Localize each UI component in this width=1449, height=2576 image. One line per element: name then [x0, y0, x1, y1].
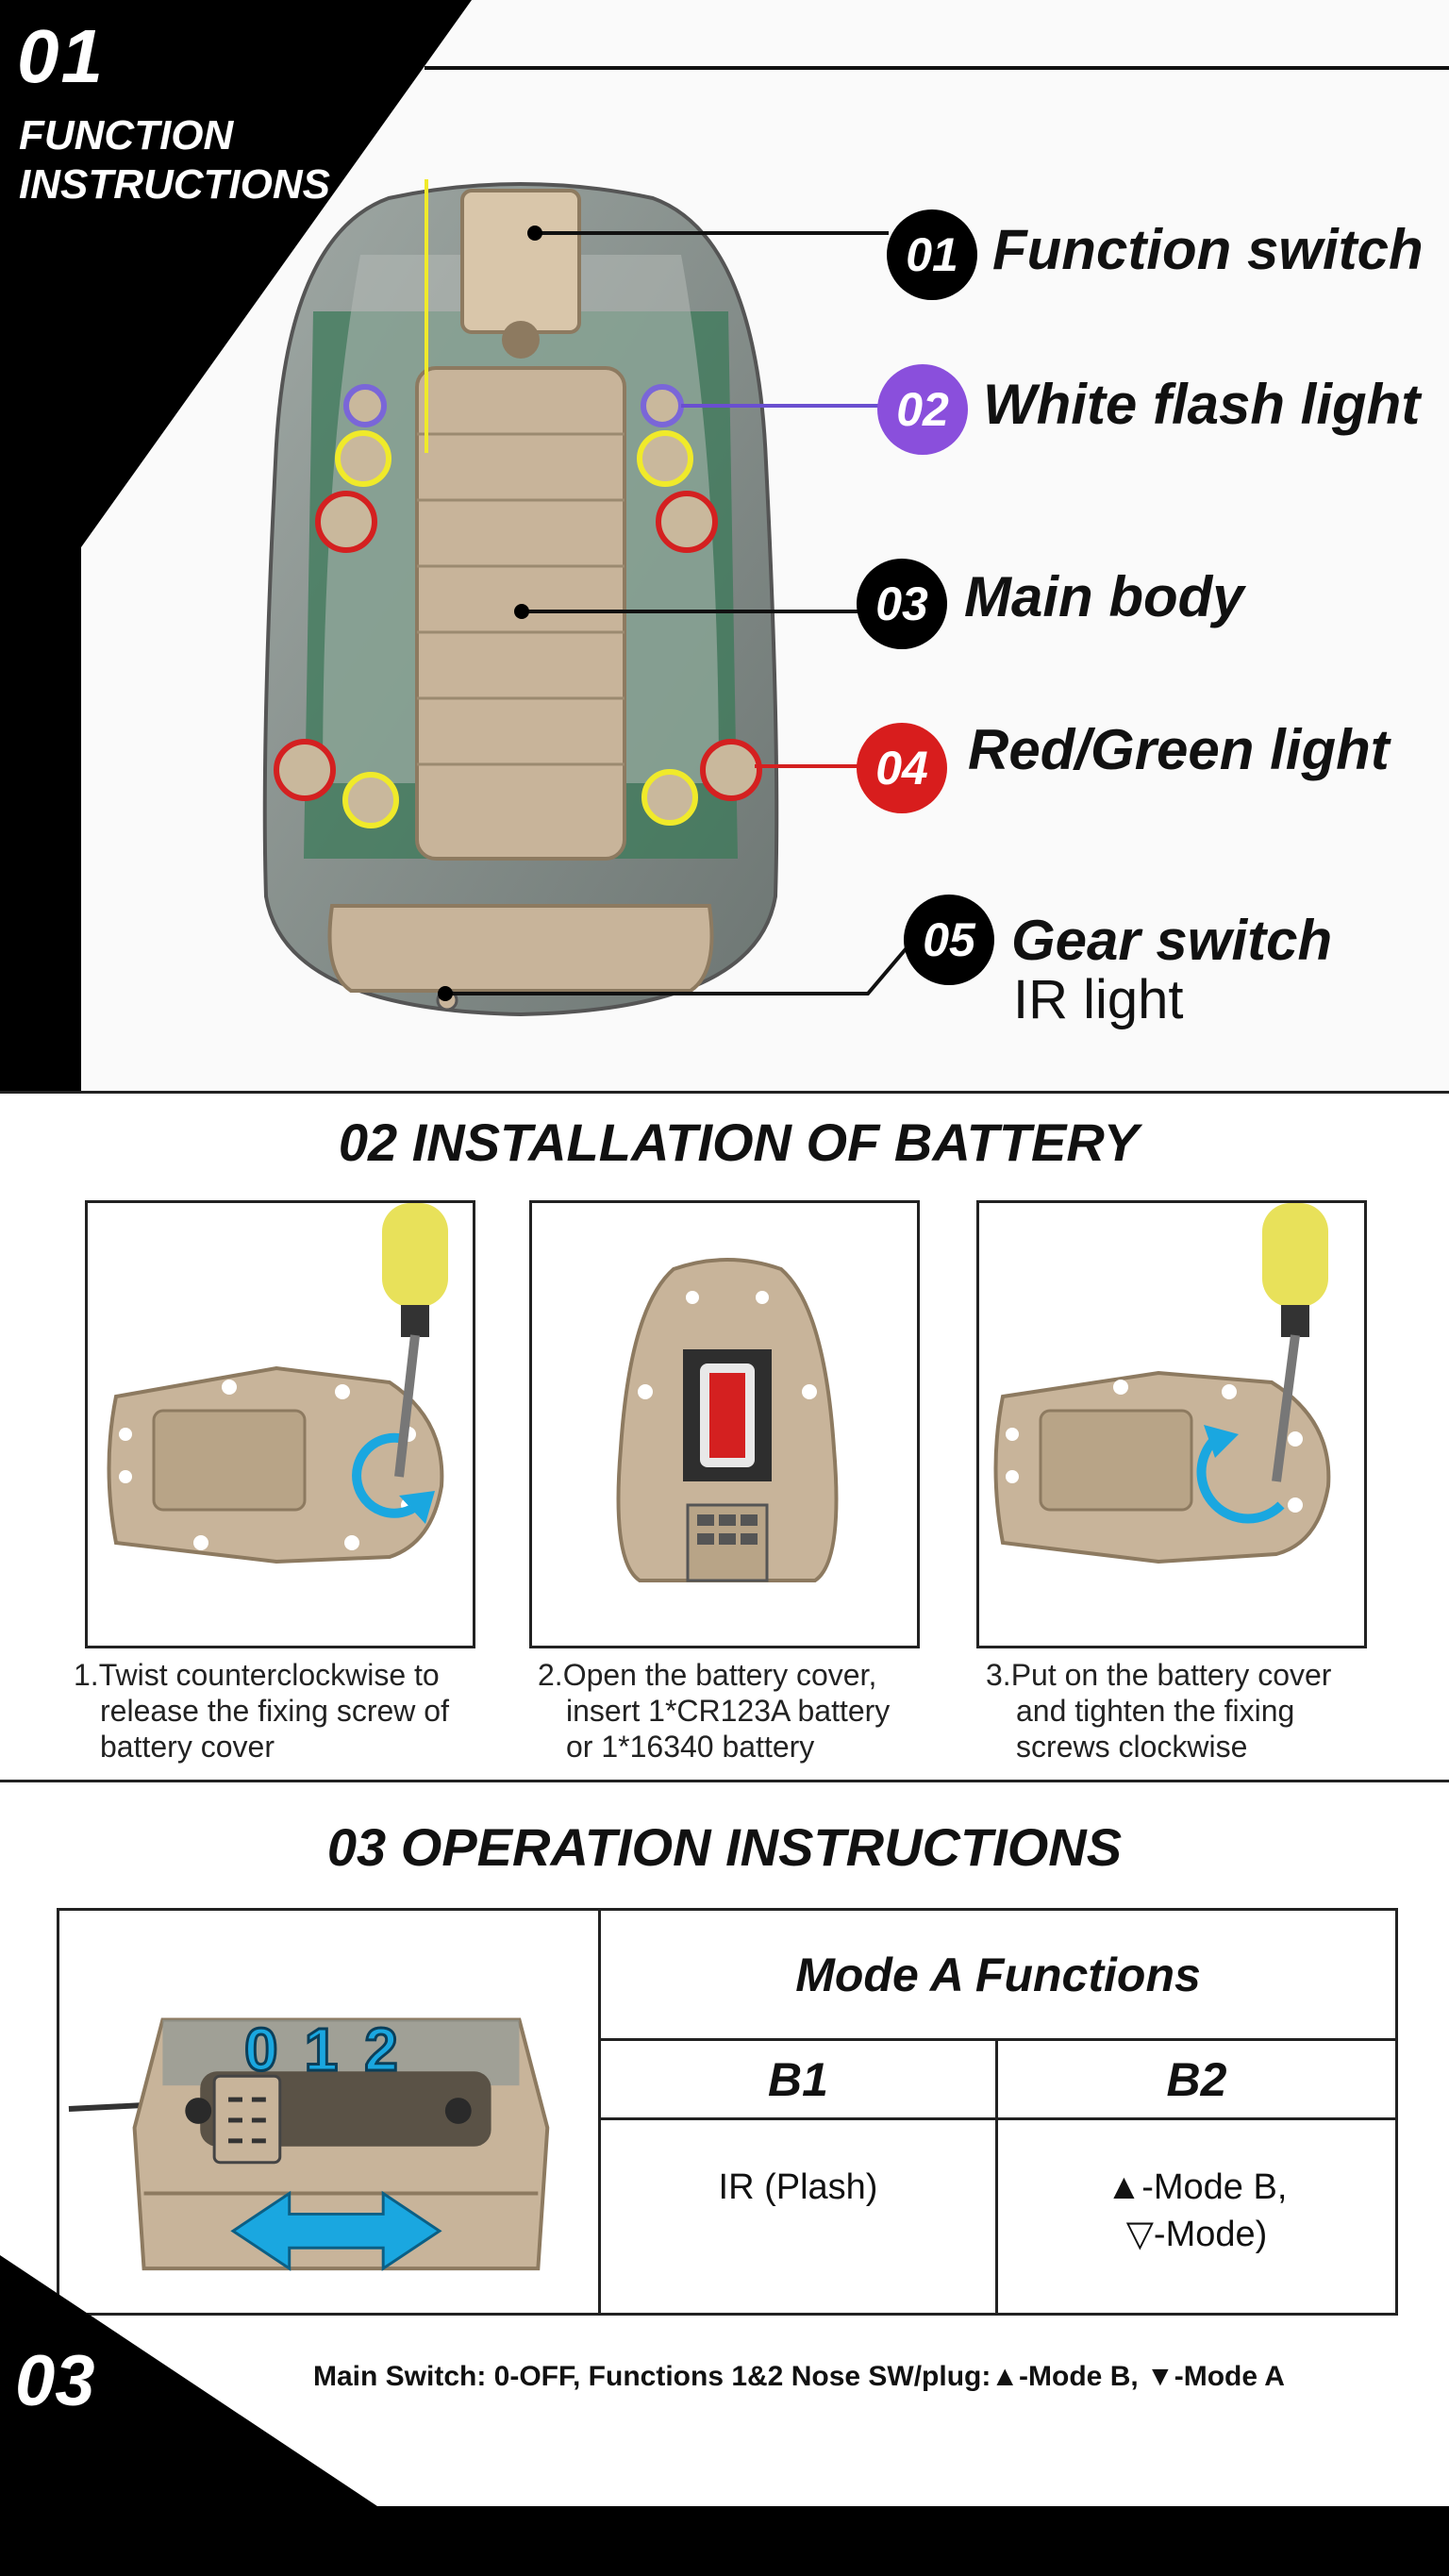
switch-positions: 0 1 2	[243, 2015, 400, 2085]
b1-value: IR (Plash)	[718, 2167, 878, 2207]
battery-step-3-image	[976, 1200, 1367, 1648]
b2-cell: ▲-Mode B, ▽-Mode)	[998, 2120, 1395, 2313]
divider-2	[0, 1780, 1449, 1782]
battery-step-2-text: 2.Open the battery cover, insert 1*CR123…	[538, 1657, 953, 1765]
callout-gear-switch: Gear switch	[1011, 909, 1333, 972]
switch-position-1: 1	[303, 2015, 340, 2085]
operation-title: 03 OPERATION INSTRUCTIONS	[326, 1817, 1123, 1877]
callout-red-green-light: Red/Green light	[968, 718, 1390, 781]
callout-main-body: Main body	[964, 565, 1244, 628]
callout-function-switch: Function switch	[992, 218, 1424, 281]
step-3-line-1: 3.Put on the battery cover	[986, 1658, 1332, 1692]
callout-white-flash-light: White flash light	[983, 373, 1421, 436]
step-1-line-1: 1.Twist counterclockwise to	[74, 1658, 440, 1692]
battery-title: 02 INSTALLATION OF BATTERY	[338, 1112, 1140, 1172]
battery-step-1-text: 1.Twist counterclockwise to release the …	[74, 1657, 489, 1765]
callout-badge-04: 04	[857, 723, 947, 813]
callout-badge-05: 05	[904, 895, 994, 985]
step-2-line-1: 2.Open the battery cover,	[538, 1658, 877, 1692]
mode-a-functions-header: Mode A Functions	[601, 1911, 1395, 2041]
corner-black-shape	[0, 0, 472, 1093]
operation-table: 0 1 2 Mode A Functions B1 B2 IR (Plash) …	[57, 1908, 1398, 2316]
step-3-line-2: and tighten the fixing	[1016, 1694, 1295, 1728]
section-number-03: 03	[15, 2341, 95, 2421]
bottom-bar	[0, 2506, 1449, 2576]
device-illustration	[262, 179, 779, 1017]
callout-ir-light: IR light	[1013, 969, 1184, 1030]
battery-step-1-image	[85, 1200, 475, 1648]
b2-value-line-2: ▽-Mode)	[1125, 2215, 1268, 2254]
switch-image-cell	[59, 1911, 601, 2313]
step-2-line-2: insert 1*CR123A battery	[566, 1694, 891, 1728]
battery-step-2-image	[529, 1200, 920, 1648]
section-number-01: 01	[17, 14, 105, 98]
b2-value-line-1: ▲-Mode B,	[1106, 2167, 1288, 2207]
switch-position-2: 2	[363, 2015, 400, 2085]
bottom-black-wedge	[0, 2255, 377, 2576]
callout-leaders	[438, 226, 912, 1001]
column-b1-header: B1	[601, 2041, 998, 2120]
function-title: FUNCTION INSTRUCTIONS	[19, 112, 330, 208]
top-rule	[425, 66, 1449, 70]
step-2-line-3: or 1*16340 battery	[566, 1730, 815, 1764]
step-1-line-3: battery cover	[100, 1730, 275, 1764]
divider-1	[0, 1091, 1449, 1094]
column-b2-header: B2	[998, 2041, 1395, 2120]
b1-cell: IR (Plash)	[601, 2120, 998, 2313]
callout-badge-02: 02	[877, 364, 968, 455]
callout-badge-01: 01	[887, 209, 977, 300]
switch-position-0: 0	[243, 2015, 280, 2085]
callout-badge-03: 03	[857, 559, 947, 649]
footer-note: Main Switch: 0-OFF, Functions 1&2 Nose S…	[313, 2361, 1285, 2392]
step-3-line-3: screws clockwise	[1016, 1730, 1248, 1764]
step-1-line-2: release the fixing screw of	[100, 1694, 449, 1728]
battery-step-3-text: 3.Put on the battery cover and tighten t…	[986, 1657, 1420, 1765]
